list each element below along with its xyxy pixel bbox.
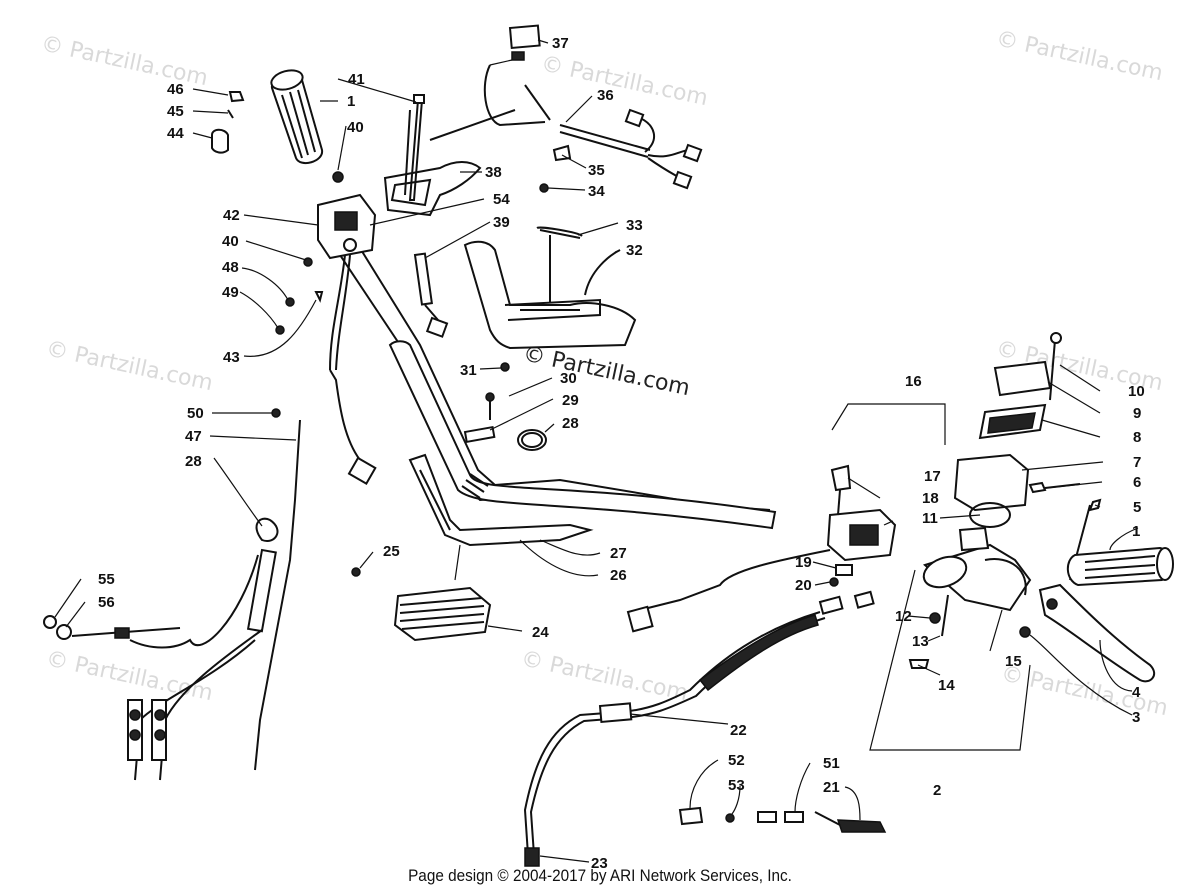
callout-16: 16 <box>905 373 922 390</box>
handlebar-pad <box>351 544 492 642</box>
callout-34: 34 <box>588 183 605 200</box>
callout-25: 25 <box>383 543 400 560</box>
callout-12: 12 <box>895 608 912 625</box>
master-cylinder <box>953 332 1081 528</box>
wiring-harness <box>429 24 703 193</box>
footer-copyright: Page design © 2004-2017 by ARI Network S… <box>408 866 792 885</box>
callout-8: 8 <box>1133 429 1141 446</box>
callout-15: 15 <box>1005 653 1022 670</box>
handlebar <box>329 239 777 530</box>
leader-lines <box>54 39 1139 863</box>
callout-53: 53 <box>728 777 745 794</box>
callout-9: 9 <box>1133 405 1141 422</box>
instrument-cover <box>463 226 637 350</box>
callout-14: 14 <box>938 677 955 694</box>
callout-45: 45 <box>167 103 184 120</box>
watermark: © Partzilla.com <box>39 31 210 91</box>
throttle-lever <box>383 109 482 217</box>
callout-33: 33 <box>626 217 643 234</box>
callout-1-right: 1 <box>1132 523 1140 540</box>
callout-23: 23 <box>591 855 608 872</box>
callout-18: 18 <box>922 490 939 507</box>
watermark: © Partzilla.com <box>519 646 690 706</box>
callout-30: 30 <box>560 370 577 387</box>
watermark: © Partzilla.com <box>44 336 215 396</box>
cable-adjuster <box>43 615 181 640</box>
callout-10: 10 <box>1128 383 1145 400</box>
callout-labels: 1 1 2 3 4 5 6 7 8 9 10 11 12 13 14 15 16… <box>98 35 1145 872</box>
watermark-center: © Partzilla.com <box>521 341 692 401</box>
throttle-cable <box>127 419 301 781</box>
grip-left <box>270 69 324 165</box>
callout-26: 26 <box>610 567 627 584</box>
handlebar-brace <box>408 453 594 547</box>
callout-3: 3 <box>1132 709 1140 726</box>
callout-7: 7 <box>1133 454 1141 471</box>
watermark: © Partzilla.com <box>539 51 710 111</box>
callout-28-center: 28 <box>562 415 579 432</box>
watermark: © Partzilla.com <box>994 26 1165 86</box>
kill-switch <box>413 252 449 338</box>
callout-40-side: 40 <box>222 233 239 250</box>
callout-11: 11 <box>922 510 938 527</box>
callout-39: 39 <box>493 214 510 231</box>
callout-6: 6 <box>1133 474 1141 491</box>
left-connector <box>329 369 377 485</box>
callout-38: 38 <box>485 164 502 181</box>
small-parts-bottom <box>678 806 887 833</box>
callout-43: 43 <box>223 349 240 366</box>
callout-5: 5 <box>1133 499 1141 516</box>
callout-28-left: 28 <box>185 453 202 470</box>
callout-31: 31 <box>460 362 477 379</box>
callout-48: 48 <box>222 259 239 276</box>
cable-clamp <box>517 429 547 451</box>
callout-51: 51 <box>823 755 840 772</box>
throttle-housing <box>317 193 377 371</box>
callout-27: 27 <box>610 545 627 562</box>
callout-24: 24 <box>532 624 549 641</box>
callout-42: 42 <box>223 207 240 224</box>
callout-37: 37 <box>552 35 569 52</box>
callout-35: 35 <box>588 162 605 179</box>
callout-47: 47 <box>185 428 202 445</box>
brake-hose <box>523 590 875 867</box>
callout-49: 49 <box>222 284 239 301</box>
callout-4: 4 <box>1132 684 1141 701</box>
callout-20: 20 <box>795 577 812 594</box>
callout-1-left: 1 <box>347 93 355 110</box>
callout-55: 55 <box>98 571 115 588</box>
callout-29: 29 <box>562 392 579 409</box>
callout-17: 17 <box>924 468 941 485</box>
callout-54: 54 <box>493 191 510 208</box>
callout-13: 13 <box>912 633 929 650</box>
callout-2: 2 <box>933 782 941 799</box>
brake-lever-assembly <box>908 498 1156 683</box>
callout-44: 44 <box>167 125 184 142</box>
callout-21: 21 <box>823 779 840 796</box>
callout-46: 46 <box>167 81 184 98</box>
callout-32: 32 <box>626 242 643 259</box>
assembly-bracket-lines <box>831 403 1031 751</box>
callout-22: 22 <box>730 722 747 739</box>
watermark: © Partzilla.com <box>44 646 215 706</box>
callout-19: 19 <box>795 554 812 571</box>
callout-40-top: 40 <box>347 119 364 136</box>
grip-right <box>1066 546 1174 587</box>
callout-36: 36 <box>597 87 614 104</box>
callout-50: 50 <box>187 405 204 422</box>
callout-56: 56 <box>98 594 115 611</box>
bolt <box>408 94 425 201</box>
callout-52: 52 <box>728 752 745 769</box>
bracket <box>463 362 510 444</box>
left-hardware <box>211 91 344 418</box>
switch-housing <box>626 464 897 633</box>
callout-41: 41 <box>348 71 365 88</box>
